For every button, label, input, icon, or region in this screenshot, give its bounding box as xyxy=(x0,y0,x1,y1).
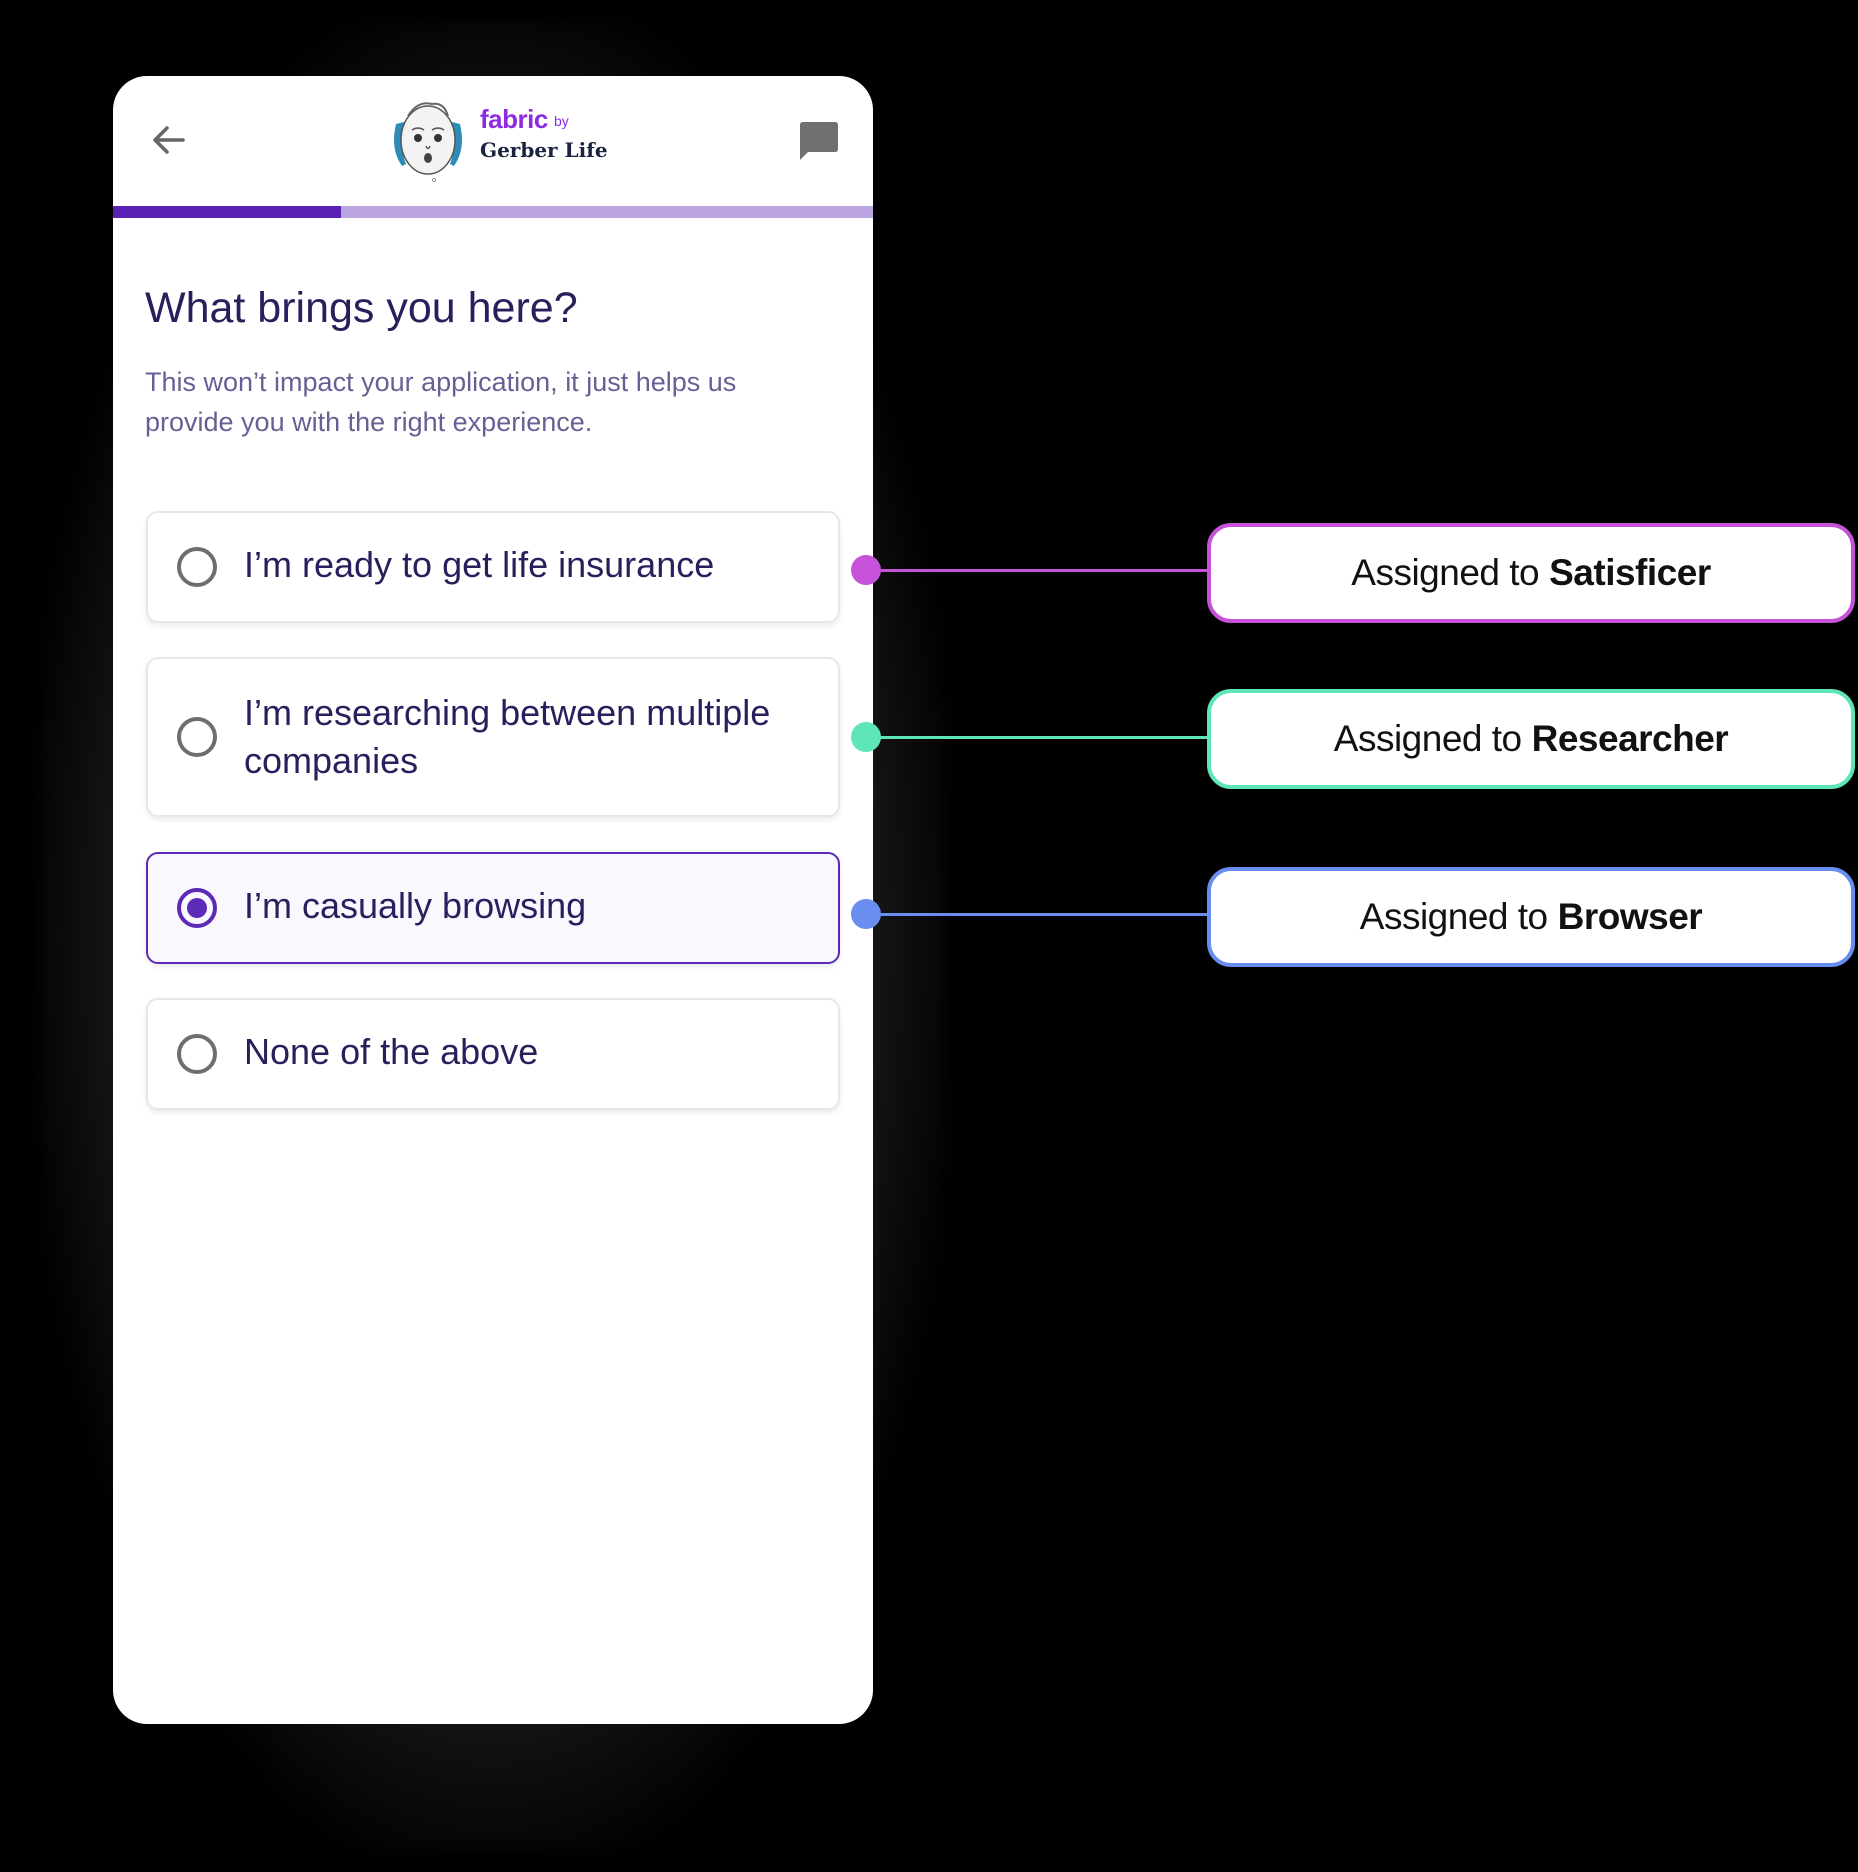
connector-dot-researcher xyxy=(851,722,881,752)
option-researching[interactable]: I’m researching between multiple compani… xyxy=(146,657,840,817)
chat-bubble-icon xyxy=(800,122,838,160)
option-label: I’m ready to get life insurance xyxy=(244,544,715,585)
callout-prefix: Assigned to xyxy=(1333,718,1522,759)
radio-button[interactable] xyxy=(177,547,217,587)
logo-by: by xyxy=(554,113,569,129)
fabric-gerber-logo: fabric by Gerber Life xyxy=(388,94,618,184)
callout-researcher: Assigned to Researcher xyxy=(1207,689,1855,789)
connector-dot-browser xyxy=(851,899,881,929)
option-label: I’m casually browsing xyxy=(244,885,587,926)
gerber-baby-icon xyxy=(394,102,462,182)
option-none[interactable]: None of the above xyxy=(146,998,840,1110)
callout-browser: Assigned to Browser xyxy=(1207,867,1855,967)
connector-line-satisficer xyxy=(866,569,1211,572)
radio-button-selected[interactable] xyxy=(177,888,217,928)
connector-line-browser xyxy=(866,913,1211,916)
option-ready[interactable]: I’m ready to get life insurance xyxy=(146,511,840,623)
callout-satisficer: Assigned to Satisficer xyxy=(1207,523,1855,623)
progress-bar xyxy=(113,206,873,218)
logo-brand: fabric xyxy=(480,104,548,134)
connector-line-researcher xyxy=(866,736,1211,739)
callout-persona: Satisficer xyxy=(1549,552,1711,593)
app-header: fabric by Gerber Life xyxy=(113,76,873,206)
arrow-left-icon xyxy=(153,126,185,154)
option-label: None of the above xyxy=(244,1031,539,1072)
logo-company: Gerber Life xyxy=(480,138,608,162)
option-label: I’m researching between multiple compani… xyxy=(244,692,771,781)
connector-dot-satisficer xyxy=(851,555,881,585)
callout-persona: Researcher xyxy=(1531,718,1729,759)
chat-button[interactable] xyxy=(795,118,841,164)
radio-button[interactable] xyxy=(177,1034,217,1074)
progress-fill xyxy=(113,206,341,218)
radio-button[interactable] xyxy=(177,717,217,757)
phone-screen: fabric by Gerber Life What brings you he… xyxy=(113,76,873,1724)
callout-prefix: Assigned to xyxy=(1351,552,1540,593)
back-button[interactable] xyxy=(149,120,189,160)
callout-persona: Browser xyxy=(1557,896,1703,937)
callout-prefix: Assigned to xyxy=(1359,896,1548,937)
page-subtitle: This won’t impact your application, it j… xyxy=(145,367,737,437)
page-title: What brings you here? xyxy=(145,284,578,332)
option-browsing[interactable]: I’m casually browsing xyxy=(146,852,840,964)
